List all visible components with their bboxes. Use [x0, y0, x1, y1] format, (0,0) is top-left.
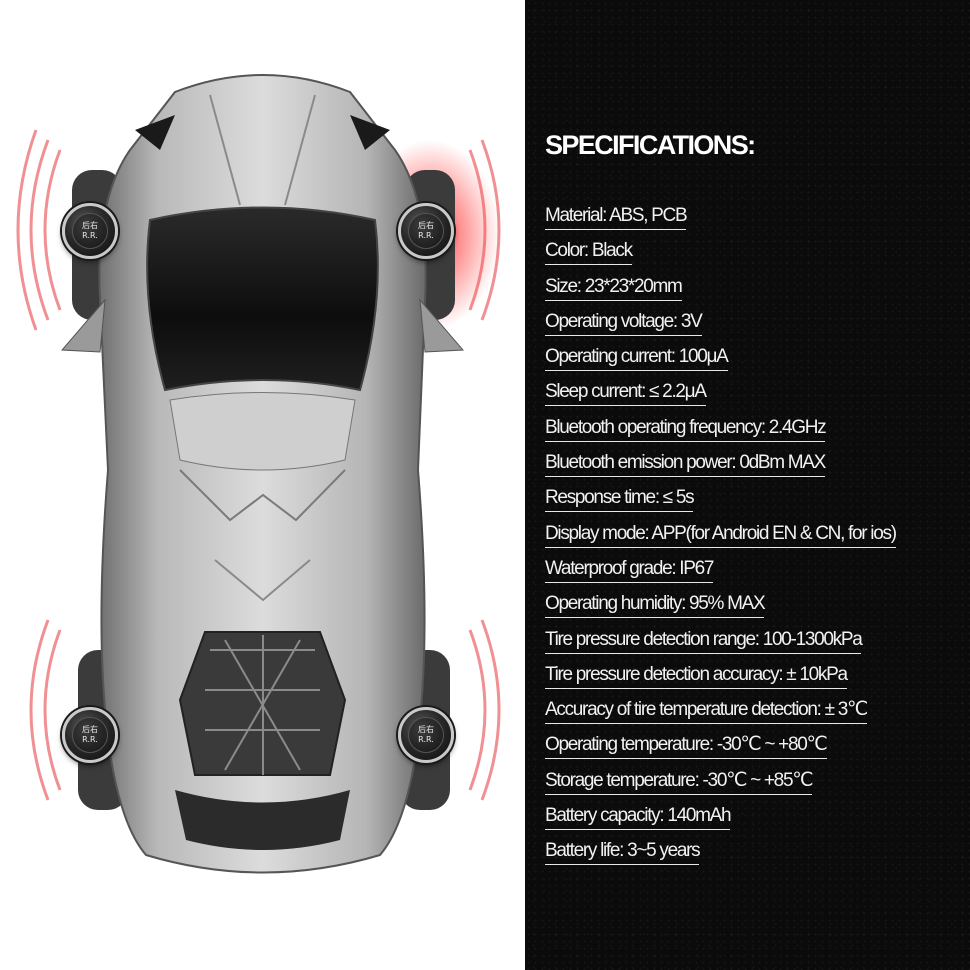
spec-item-text: Storage temperature: -30℃ ~ +85℃ — [545, 769, 814, 795]
right-headlight — [350, 115, 390, 150]
sensor-face: 后右 R.R. — [408, 213, 444, 249]
spec-item: Waterproof grade: IP67 — [545, 557, 896, 592]
sensor-face: 后右 R.R. — [72, 717, 108, 753]
spec-item: Size: 23*23*20mm — [545, 275, 896, 310]
tire-sensor-front-left: 后右 R.R. — [62, 203, 118, 259]
spec-item: Response time: ≤ 5s — [545, 486, 896, 521]
spec-item-text: Size: 23*23*20mm — [545, 275, 683, 301]
sensor-label-en: R.R. — [418, 231, 434, 240]
spec-item: Bluetooth operating frequency: 2.4GHz — [545, 416, 896, 451]
spec-item: Tire pressure detection range: 100-1300k… — [545, 628, 896, 663]
sensor-face: 后右 R.R. — [408, 717, 444, 753]
sensor-label-en: R.R. — [418, 735, 434, 744]
sensor-label-en: R.R. — [82, 231, 98, 240]
spec-item-text: Accuracy of tire temperature detection: … — [545, 698, 868, 725]
specifications-panel: SPECIFICATIONS: Material: ABS, PCB Color:… — [525, 0, 970, 970]
spec-item-text: Operating humidity: 95% MAX — [545, 592, 766, 619]
tire-sensor-front-right: 后右 R.R. — [398, 203, 454, 259]
left-headlight — [135, 115, 175, 150]
spec-item: Operating humidity: 95% MAX — [545, 592, 896, 627]
sensor-label-en: R.R. — [82, 735, 98, 744]
spec-item-text: Battery life: 3~5 years — [545, 839, 701, 866]
spec-item: Storage temperature: -30℃ ~ +85℃ — [545, 769, 896, 804]
spec-item-text: Operating temperature: -30℃ ~ +80℃ — [545, 733, 828, 760]
spec-item: Display mode: APP(for Android EN & CN, f… — [545, 522, 897, 557]
spec-item: Material: ABS, PCB — [545, 204, 896, 239]
tire-sensor-rear-right: 后右 R.R. — [398, 707, 454, 763]
spec-item: Battery capacity: 140mAh — [545, 804, 896, 839]
spec-item-text: Display mode: APP(for Android EN & CN, f… — [545, 522, 897, 548]
windshield — [146, 206, 379, 392]
sensor-label-cn: 后右 — [418, 221, 434, 230]
spec-item-text: Bluetooth operating frequency: 2.4GHz — [545, 416, 827, 442]
spec-item: Operating voltage: 3V — [545, 310, 896, 345]
spec-item-text: Color: Black — [545, 239, 633, 266]
spec-item-text: Bluetooth emission power: 0dBm MAX — [545, 451, 826, 478]
sensor-face: 后右 R.R. — [72, 213, 108, 249]
spec-item: Color: Black — [545, 239, 896, 274]
spec-item-text: Waterproof grade: IP67 — [545, 557, 715, 583]
spec-item: Bluetooth emission power: 0dBm MAX — [545, 451, 896, 486]
spec-item-text: Operating current: 100μA — [545, 345, 729, 372]
spec-item: Sleep current: ≤ 2.2μA — [545, 380, 896, 415]
car-illustration-panel: 后右 R.R. 后右 R.R. 后右 R.R. 后右 R.R. — [16, 74, 501, 874]
spec-item: Battery life: 3~5 years — [545, 839, 896, 874]
sensor-label-cn: 后右 — [418, 725, 434, 734]
spec-item: Operating temperature: -30℃ ~ +80℃ — [545, 733, 896, 768]
spec-item-text: Operating voltage: 3V — [545, 310, 703, 336]
sensor-label-cn: 后右 — [82, 221, 98, 230]
spec-item: Operating current: 100μA — [545, 345, 896, 380]
spec-item-text: Tire pressure detection accuracy: ± 10kP… — [545, 663, 848, 689]
sensor-label-cn: 后右 — [82, 725, 98, 734]
left-mirror — [60, 298, 106, 353]
spec-item-text: Material: ABS, PCB — [545, 204, 688, 230]
spec-item-text: Battery capacity: 140mAh — [545, 804, 732, 831]
spec-item: Accuracy of tire temperature detection: … — [545, 698, 896, 733]
spec-item: Tire pressure detection accuracy: ± 10kP… — [545, 663, 896, 698]
car-top-view-illustration — [16, 74, 501, 874]
spec-item-text: Sleep current: ≤ 2.2μA — [545, 380, 707, 407]
spec-item-text: Tire pressure detection range: 100-1300k… — [545, 628, 863, 654]
right-mirror — [419, 298, 465, 353]
spec-item-text: Response time: ≤ 5s — [545, 486, 695, 513]
tire-sensor-rear-left: 后右 R.R. — [62, 707, 118, 763]
specifications-title: SPECIFICATIONS: — [545, 130, 756, 160]
